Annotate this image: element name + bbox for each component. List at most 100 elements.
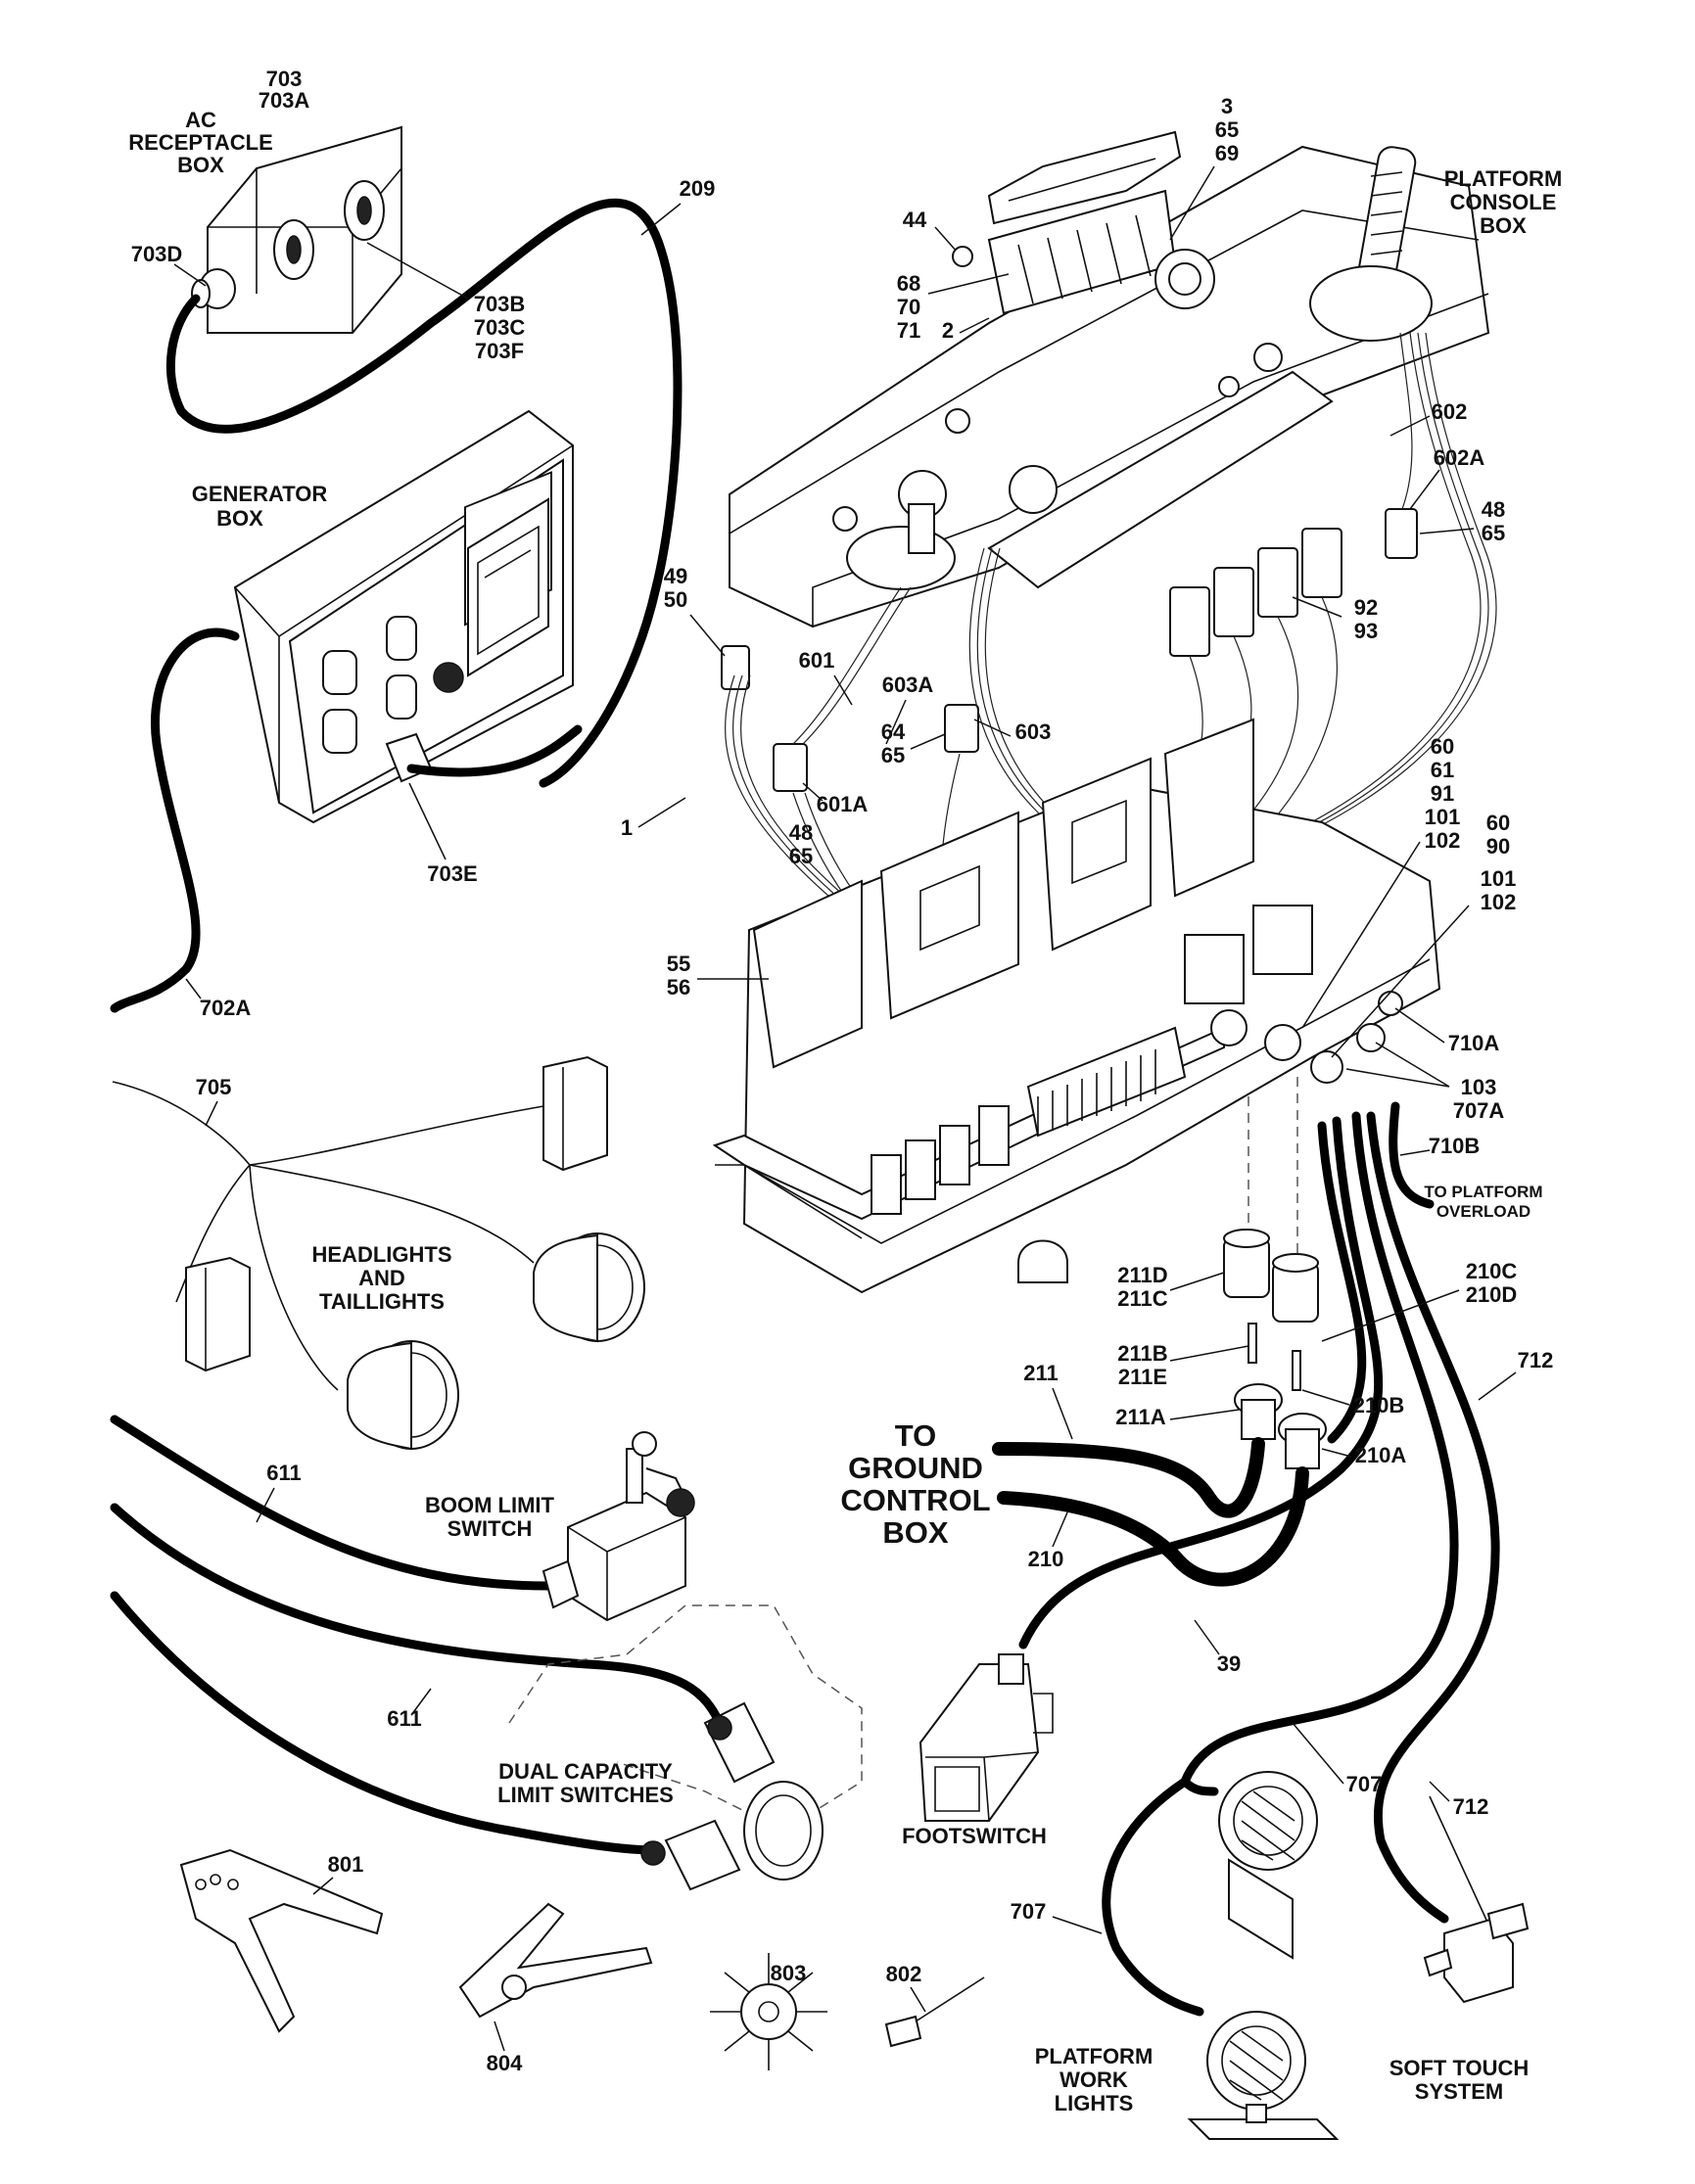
harness-93: 93 (1354, 619, 1378, 643)
harness-601a: 601A (817, 792, 869, 816)
harness-65-b: 65 (881, 743, 905, 767)
harness-50: 50 (664, 587, 687, 612)
work-lights-title-3: LIGHTS (1055, 2091, 1134, 2115)
dual-capacity-cable-611: 611 (387, 1706, 422, 1731)
dual-capacity-limit-switches: 611 DUAL CAPACITY LIMIT SWITCHES (110, 1503, 863, 1891)
tool-extractor-803: 803 (710, 1953, 827, 2070)
tool-pin-802: 802 (884, 1962, 985, 2048)
console-cover-69: 69 (1215, 141, 1239, 165)
tool-803: 803 (771, 1961, 807, 1985)
harness-65-a: 65 (1482, 521, 1505, 545)
tool-802: 802 (886, 1962, 922, 1986)
harness-603a: 603A (882, 673, 934, 697)
ac-outlet-703c: 703C (474, 315, 526, 340)
ground-210d: 210D (1466, 1282, 1518, 1307)
generator-connector-label: 703E (427, 861, 477, 886)
harness-601: 601 (799, 648, 835, 673)
tool-crimper-801: 801 (179, 1848, 384, 2033)
cable-210 (997, 1466, 1309, 1587)
platform-console-lower (712, 718, 1441, 1294)
cable-209-label: 209 (680, 176, 716, 201)
lighting-harness: 705 HEADLIGHTS AND TAILLIGHTS (112, 1055, 645, 1451)
console-knob-44: 44 (903, 208, 927, 232)
cable-702a (110, 627, 583, 1013)
platform-work-lights: 707 707 PLATFORM WORK LIGHTS (1011, 1722, 1383, 2140)
ground-210c: 210C (1466, 1259, 1518, 1283)
generator-labels: GENERATOR BOX 703E 702A (185, 482, 478, 1020)
cable-39-main (1018, 1116, 1384, 1650)
boom-limit-title-2: SWITCH (447, 1516, 533, 1541)
ac-box-part-703: 703 (266, 67, 303, 91)
console-switch-68: 68 (897, 271, 920, 296)
work-lights-707-b: 707 (1011, 1899, 1047, 1924)
tool-801: 801 (328, 1852, 364, 1877)
harness-49: 49 (664, 564, 687, 588)
harness-710b: 710B (1429, 1134, 1481, 1158)
harness-602: 602 (1432, 399, 1468, 424)
ground-210b: 210B (1353, 1393, 1405, 1417)
ac-plug-label: 703D (131, 242, 183, 266)
console-label-2: 2 (942, 318, 954, 343)
cable-103-main (1317, 1121, 1367, 1444)
harness-92: 92 (1354, 595, 1378, 620)
console-title-1: PLATFORM (1444, 166, 1563, 191)
cable-710b (1389, 1101, 1435, 1209)
footswitch-cable-39: 39 (1217, 1651, 1241, 1676)
console-title-2: CONSOLE (1450, 190, 1557, 214)
work-lights-707-a: 707 (1346, 1772, 1383, 1796)
boom-limit-title-1: BOOM LIMIT (425, 1493, 555, 1517)
ground-210a: 210A (1355, 1443, 1407, 1467)
harness-48-b: 48 (789, 820, 813, 845)
ac-outlet-703b: 703B (474, 292, 526, 316)
footswitch-title: FOOTSWITCH (902, 1824, 1047, 1848)
harness-48-a: 48 (1482, 497, 1505, 522)
ac-box-part-703a: 703A (259, 88, 310, 113)
lighting-harness-705: 705 (196, 1075, 232, 1099)
soft-touch-system: 712 SOFT TOUCH SYSTEM (1389, 1781, 1529, 2104)
generator-box (233, 409, 574, 824)
to-platform-overload-1: TO PLATFORM (1424, 1183, 1542, 1201)
harness-56: 56 (667, 975, 690, 999)
ground-211: 211 (1023, 1361, 1059, 1385)
ac-box-title-2: RECEPTACLE (128, 130, 273, 155)
generator-title-2: BOX (216, 506, 263, 531)
harness-55: 55 (667, 952, 690, 976)
ground-712-a: 712 (1518, 1348, 1554, 1372)
harness-102-a: 102 (1425, 828, 1461, 853)
ac-box-labels: 703 703A AC RECEPTACLE BOX 703D 703B 703… (128, 67, 715, 363)
work-lights-title-1: PLATFORM (1035, 2044, 1154, 2068)
generator-cord-label: 702A (200, 996, 252, 1020)
harness-707a: 707A (1453, 1098, 1505, 1123)
footswitch: 39 FOOTSWITCH (902, 1619, 1241, 1848)
console-cover-3: 3 (1221, 94, 1233, 118)
ac-receptacle-box (191, 125, 402, 334)
ground-211a: 211A (1115, 1405, 1165, 1429)
lighting-title-3: TAILLIGHTS (319, 1289, 445, 1314)
work-lights-title-2: WORK (1059, 2068, 1128, 2092)
to-ground-3: CONTROL (840, 1483, 990, 1517)
ground-211d: 211D (1117, 1263, 1167, 1287)
ground-210: 210 (1028, 1547, 1064, 1571)
to-ground-1: TO (895, 1418, 937, 1453)
cable-707-main (1180, 1111, 1459, 1787)
harness-60-b: 60 (1486, 811, 1510, 835)
ground-211c: 211C (1117, 1286, 1167, 1311)
platform-console-upper (721, 130, 1490, 792)
ground-control-connectors: 211D 211C 210C 210D 211B 211E 211 712 21… (840, 1077, 1554, 1587)
cable-712-main (1366, 1111, 1500, 1924)
harness-102-b: 102 (1481, 890, 1517, 914)
dual-capacity-title-1: DUAL CAPACITY (498, 1759, 673, 1784)
soft-touch-cable-712: 712 (1453, 1794, 1489, 1819)
console-switch-71: 71 (897, 318, 920, 343)
harness-602a: 602A (1434, 445, 1485, 470)
dual-capacity-title-2: LIMIT SWITCHES (497, 1783, 674, 1807)
harness-101-b: 101 (1481, 866, 1517, 891)
to-ground-2: GROUND (848, 1451, 983, 1485)
tool-804: 804 (487, 2051, 523, 2075)
soft-touch-title-2: SYSTEM (1415, 2079, 1503, 2104)
console-cover-65: 65 (1215, 117, 1239, 142)
to-platform-overload-2: OVERLOAD (1436, 1202, 1530, 1221)
harness-603: 603 (1015, 720, 1052, 744)
generator-title-1: GENERATOR (192, 482, 328, 506)
